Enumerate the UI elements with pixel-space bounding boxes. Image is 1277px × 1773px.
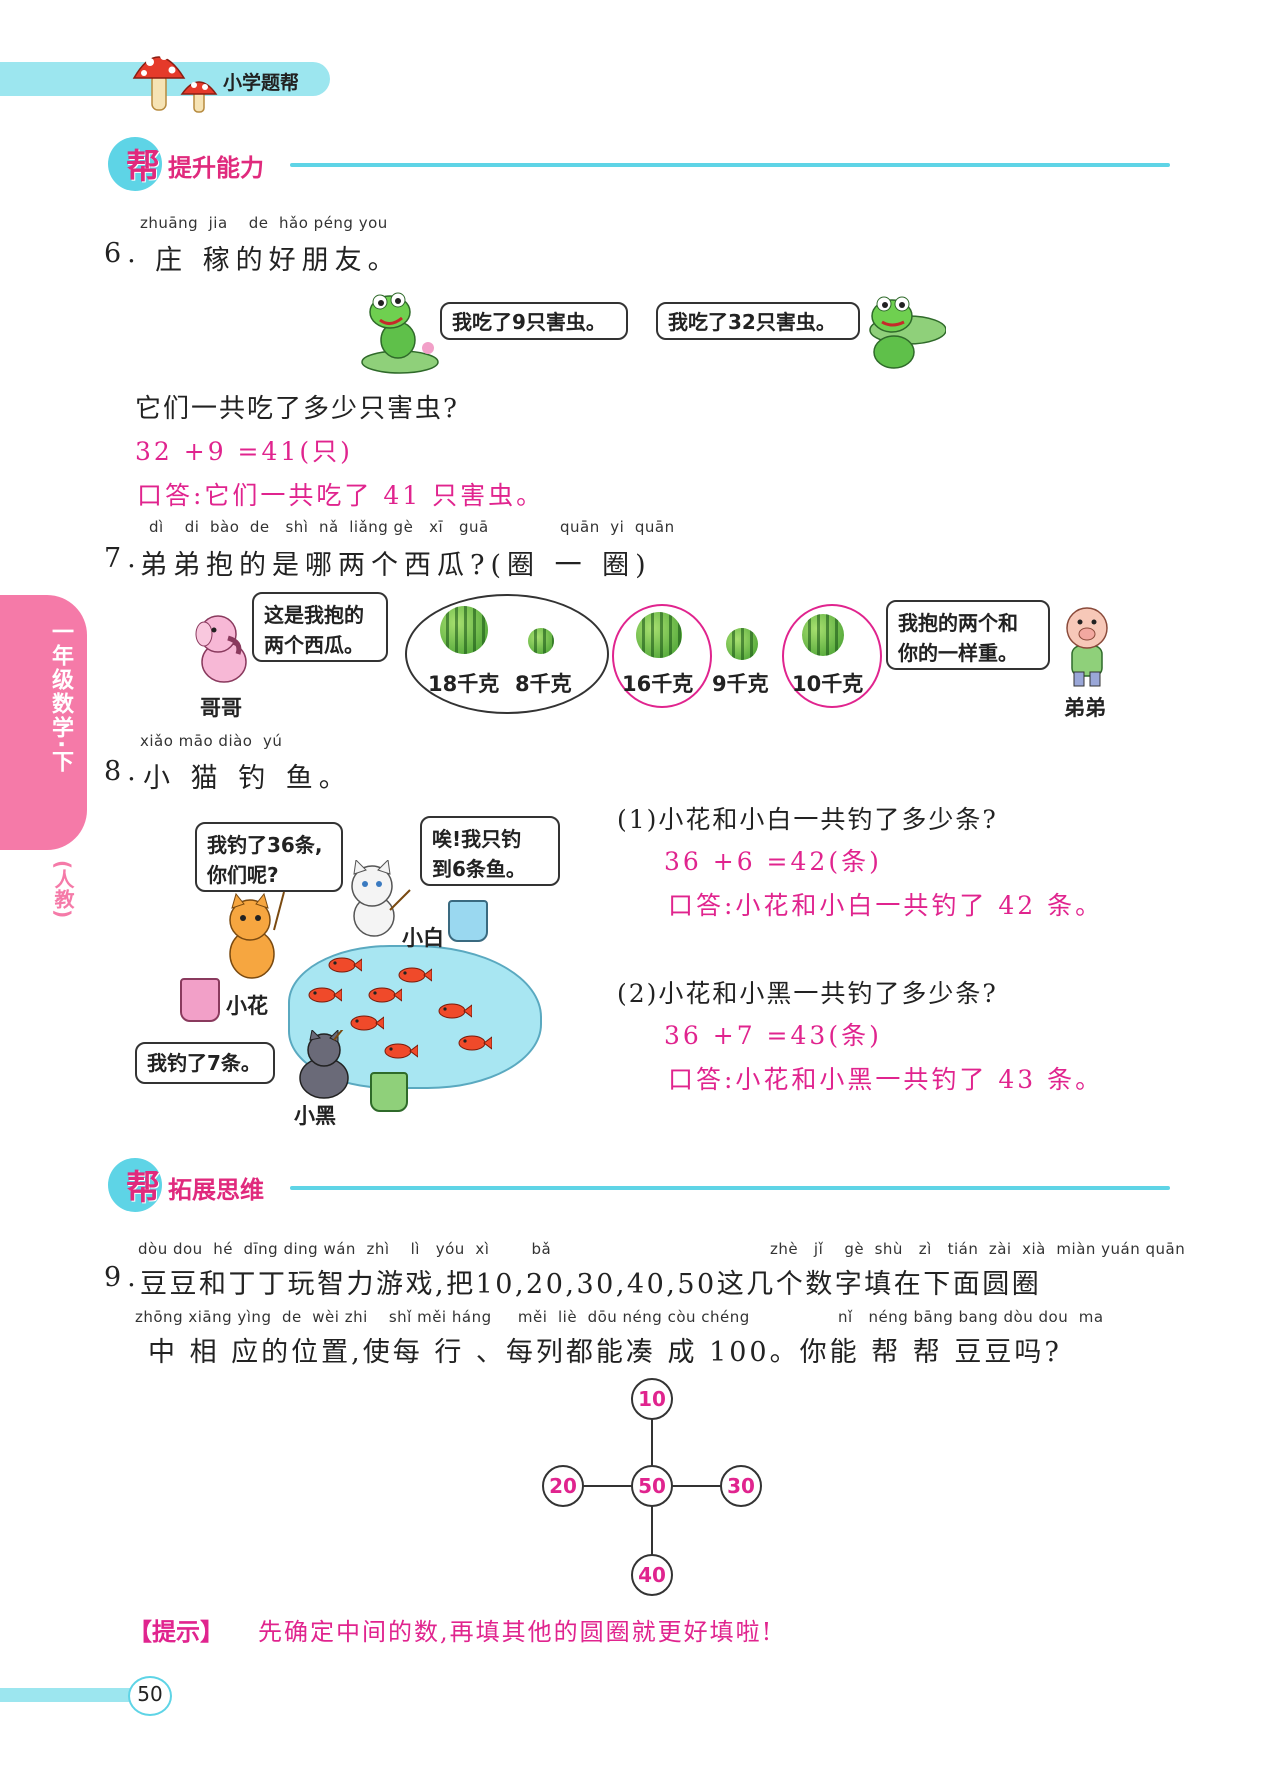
cat-xiaobai-image <box>336 858 412 940</box>
section-title-improve: 提升能力 <box>168 154 264 182</box>
q8-bubble-bai: 唉!我只钓 到6条鱼。 <box>420 816 560 886</box>
q9-line2: 中 相 应的位置,使每 行 、每列都能凑 成 100。你能 帮 帮 豆豆吗? <box>148 1337 1062 1368</box>
q7-bubble-right: 我抱的两个和 你的一样重。 <box>886 600 1050 670</box>
melon-8kg <box>528 628 554 654</box>
page-number: 50 <box>137 1682 163 1706</box>
section-bang-badge: 帮 <box>108 137 162 191</box>
q6-number: 6. <box>104 238 142 269</box>
section-title-expand: 拓展思维 <box>168 1176 264 1204</box>
elephant-image <box>192 612 252 686</box>
q8-bubble-hei: 我钓了7条。 <box>135 1042 275 1084</box>
fish-icon <box>438 1003 473 1019</box>
q6-bubble-right: 我吃了32只害虫。 <box>656 302 860 340</box>
pig-image <box>1056 604 1118 688</box>
hint-label: 【提示】 <box>128 1618 224 1646</box>
answer-circle-16kg[interactable] <box>612 604 712 708</box>
melon-9kg <box>726 628 758 660</box>
section-divider-2 <box>290 1186 1170 1190</box>
bucket-pink <box>180 978 220 1022</box>
q8-bubble-hua: 我钓了36条, 你们呢? <box>195 822 343 892</box>
bucket-blue <box>448 900 488 942</box>
fish-icon <box>350 1015 385 1031</box>
circle-center[interactable]: 50 <box>631 1465 673 1507</box>
q8-sub1-answer: 口答:小花和小白一共钓了 42 条。 <box>668 891 1104 920</box>
answer-circle-10kg[interactable] <box>782 604 882 708</box>
q9-pinyin-line2-left: zhōng xiāng yìng de wèi zhi shǐ měi háng… <box>135 1308 750 1326</box>
cat-xiaohei-image <box>290 1019 356 1100</box>
fish-icon <box>328 957 363 973</box>
frog-right-image <box>858 290 947 374</box>
q9-line1: 豆豆和丁丁玩智力游戏,把10,20,30,40,50这几个数字填在下面圆圈 <box>140 1269 1042 1300</box>
melon-16kg <box>636 612 682 658</box>
brand-name: 小学题帮 <box>223 72 300 94</box>
cat-xiaohua-image <box>218 890 288 982</box>
q7-number: 7. <box>104 543 142 574</box>
q8-label-bai: 小白 <box>402 926 444 950</box>
hint-text: 先确定中间的数,再填其他的圆圈就更好填啦! <box>258 1618 774 1646</box>
circle-bottom[interactable]: 40 <box>631 1554 673 1596</box>
q9-pinyin-line1-right: zhè jǐ gè shù zì tián zài xià miàn yuán … <box>770 1240 1186 1258</box>
frog-left-image <box>360 290 440 374</box>
fish-layer <box>288 945 538 1085</box>
melon-18kg <box>440 606 488 654</box>
q8-sub2-answer: 口答:小花和小黑一共钓了 43 条。 <box>668 1065 1104 1094</box>
q8-number: 8. <box>104 756 142 787</box>
q8-sub1-question: (1)小花和小白一共钓了多少条? <box>617 805 998 834</box>
q8-sub2-formula: 36 +7 =43(条) <box>664 1021 882 1050</box>
circle-right[interactable]: 30 <box>720 1465 762 1507</box>
q6-answer-formula: 32 +9 =41(只) <box>135 437 353 466</box>
melon-label-9kg: 9千克 <box>712 672 769 696</box>
circle-top[interactable]: 10 <box>631 1378 673 1420</box>
melon-label-10kg: 10千克 <box>792 672 864 696</box>
section-divider <box>290 163 1170 167</box>
q7-pinyin-left: dì di bào de shì nǎ liǎng gè xī guā <box>149 518 489 536</box>
section-bang-badge-2: 帮 <box>108 1158 162 1212</box>
q6-question: 它们一共吃了多少只害虫? <box>135 394 459 424</box>
fish-icon <box>368 987 403 1003</box>
fish-icon <box>458 1035 493 1051</box>
sidebar-grade: 一年级数学·下 <box>48 620 73 775</box>
q8-pinyin: xiǎo māo diào yú <box>140 732 283 750</box>
q8-sub2-question: (2)小花和小黑一共钓了多少条? <box>617 979 998 1008</box>
q9-pinyin-line1-left: dòu dou hé dīng ding wán zhì lì yóu xì b… <box>138 1240 552 1258</box>
q7-title: 弟弟抱的是哪两个西瓜?(圈 一 圈) <box>140 550 652 581</box>
fish-icon <box>384 1043 419 1059</box>
q8-title: 小 猫 钓 鱼。 <box>143 763 352 794</box>
circle-left[interactable]: 20 <box>542 1465 584 1507</box>
q6-title: 庄 稼的好朋友。 <box>155 245 401 276</box>
bucket-green <box>370 1072 408 1112</box>
q6-pinyin: zhuāng jia de hǎo péng you <box>140 214 388 232</box>
sidebar-tab <box>0 595 87 850</box>
q6-answer-text: 口答:它们一共吃了 41 只害虫。 <box>137 481 545 510</box>
fish-icon <box>308 987 343 1003</box>
page-number-badge <box>128 1676 172 1716</box>
q8-sub1-formula: 36 +6 =42(条) <box>664 847 882 876</box>
mushroom-logo <box>130 40 230 114</box>
melon-label-8kg: 8千克 <box>515 672 572 696</box>
footer-bar <box>0 1688 140 1702</box>
q9-pinyin-line2-right: nǐ néng bāng bang dòu dou ma <box>838 1308 1104 1326</box>
melon-group-oval <box>405 594 609 714</box>
q7-bubble-left: 这是我抱的 两个西瓜。 <box>252 592 388 662</box>
melon-10kg <box>802 614 844 656</box>
q8-label-hei: 小黑 <box>294 1104 336 1128</box>
q6-bubble-left: 我吃了9只害虫。 <box>440 302 628 340</box>
q7-label-gege: 哥哥 <box>200 696 242 720</box>
q8-label-hua: 小花 <box>226 994 268 1018</box>
q7-pinyin-right: quān yi quān <box>560 518 675 536</box>
melon-label-18kg: 18千克 <box>428 672 500 696</box>
melon-label-16kg: 16千克 <box>622 672 694 696</box>
fish-icon <box>398 967 433 983</box>
q9-number: 9. <box>104 1262 142 1293</box>
sidebar-edition: (人教) <box>51 860 75 919</box>
q7-label-didi: 弟弟 <box>1064 696 1106 720</box>
